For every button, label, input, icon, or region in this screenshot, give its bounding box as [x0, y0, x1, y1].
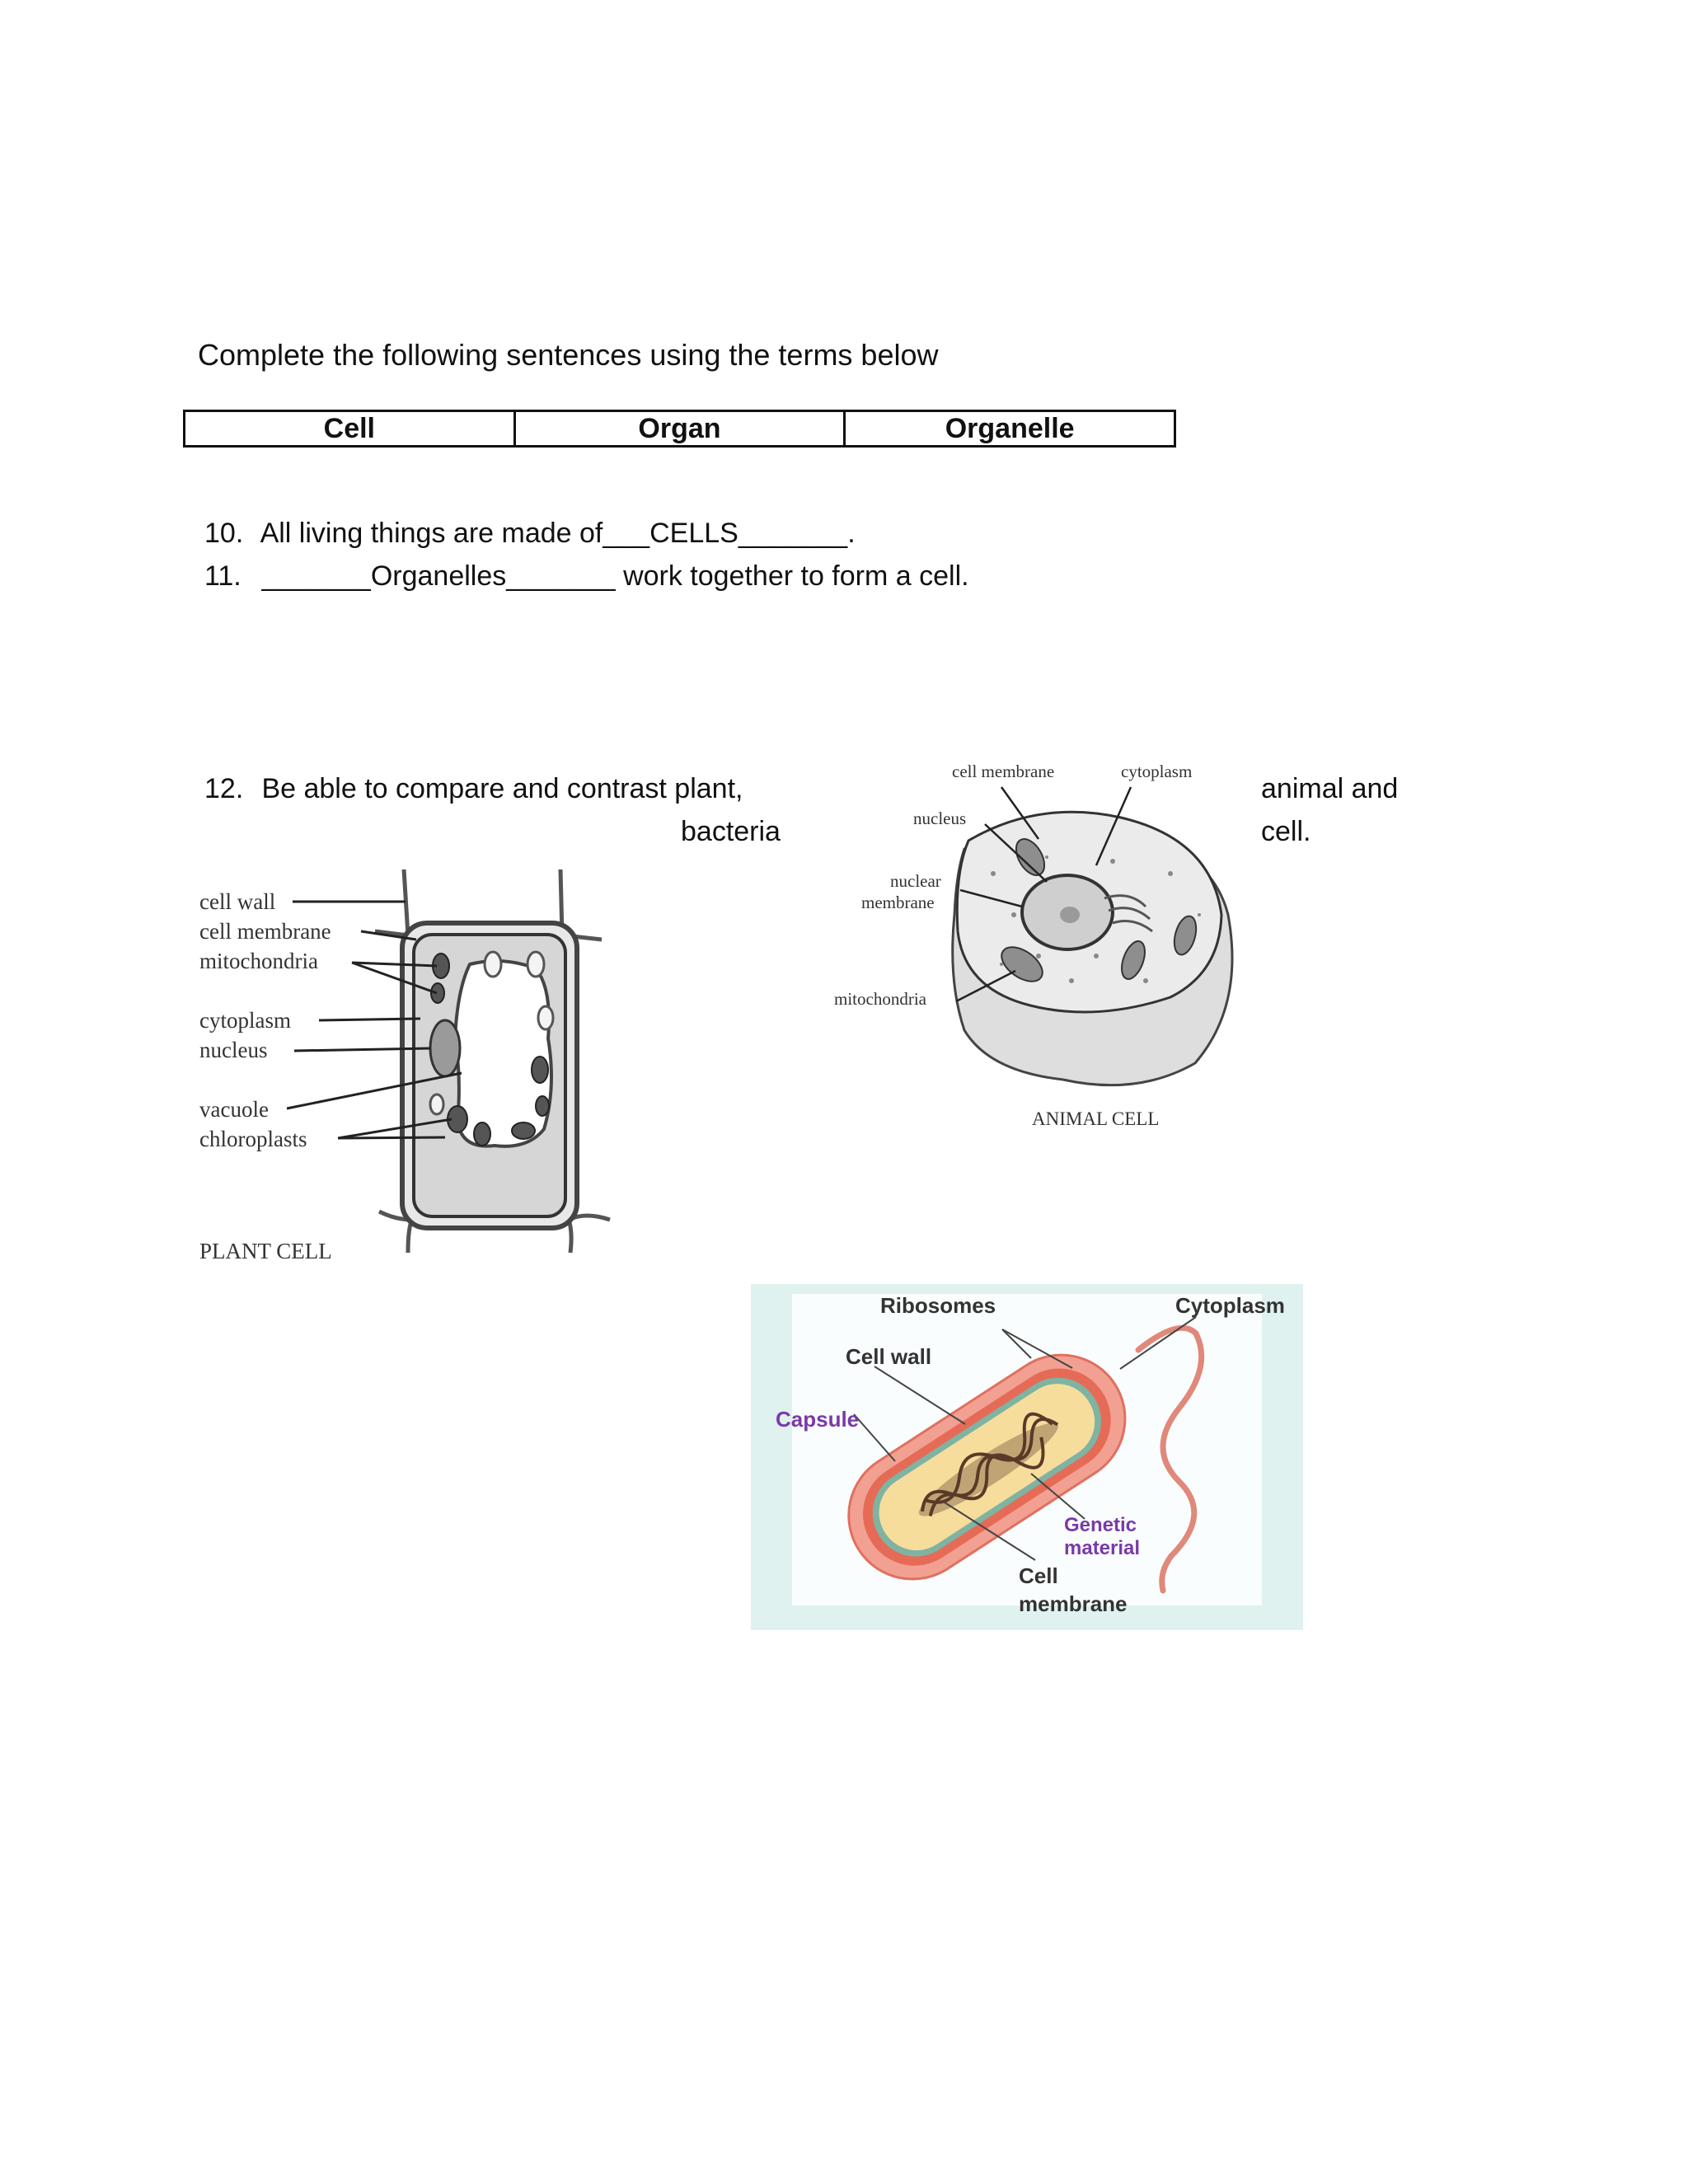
label-nuclear-membrane-1: nuclear	[890, 871, 941, 891]
plant-cell-diagram: cell wall cell membrane mitochondria cyt…	[199, 869, 611, 1263]
label-bacteria-cell-membrane-1: Cell	[1019, 1563, 1058, 1588]
question-12-cell: cell.	[1261, 816, 1311, 847]
bacteria-cell-diagram: Ribosomes Cytoplasm Cell wall Capsule Ge…	[751, 1284, 1303, 1630]
answer-blank-11: _______Organelles_______	[261, 560, 616, 592]
label-cell-membrane: cell membrane	[199, 919, 331, 944]
label-bacteria-cytoplasm: Cytoplasm	[1175, 1293, 1285, 1318]
label-nucleus: nucleus	[199, 1038, 267, 1062]
label-cell-wall-bacteria: Cell wall	[846, 1344, 931, 1369]
term-cell: Cell	[183, 410, 516, 448]
term-organelle: Organelle	[843, 410, 1176, 448]
answer-blank-10: ___CELLS_______	[603, 518, 848, 549]
term-organ: Organ	[513, 410, 846, 448]
label-mitochondria: mitochondria	[199, 949, 318, 973]
label-genetic-material-1: Genetic	[1064, 1514, 1137, 1536]
label-chloroplasts: chloroplasts	[199, 1127, 307, 1151]
question-10: 10. All living things are made of___CELL…	[204, 518, 856, 549]
label-animal-cell-membrane: cell membrane	[952, 762, 1054, 781]
label-animal-mitochondria: mitochondria	[834, 989, 927, 1009]
question-11: 11. _______Organelles_______ work togeth…	[204, 560, 969, 592]
label-animal-cytoplasm: cytoplasm	[1121, 762, 1192, 781]
label-ribosomes: Ribosomes	[880, 1293, 996, 1318]
label-animal-nucleus: nucleus	[913, 808, 966, 828]
plant-cell-title: PLANT CELL	[199, 1239, 332, 1263]
label-vacuole: vacuole	[199, 1097, 269, 1122]
question-12: 12. Be able to compare and contrast plan…	[204, 773, 743, 804]
question-12-animal: animal and	[1261, 773, 1399, 804]
question-12-bacteria: bacteria	[681, 816, 781, 847]
animal-cell-diagram: cell membrane cytoplasm nucleus nuclear …	[834, 762, 1234, 1129]
label-nuclear-membrane-2: membrane	[861, 893, 935, 912]
instructions: Complete the following sentences using t…	[198, 338, 939, 372]
label-cell-wall: cell wall	[199, 889, 275, 914]
label-capsule: Capsule	[776, 1407, 859, 1432]
label-genetic-material-2: material	[1064, 1537, 1140, 1559]
animal-cell-title: ANIMAL CELL	[1032, 1108, 1159, 1129]
label-bacteria-cell-membrane-2: membrane	[1019, 1591, 1128, 1616]
terms-table: Cell Organ Organelle	[183, 410, 1176, 448]
label-cytoplasm: cytoplasm	[199, 1008, 291, 1033]
